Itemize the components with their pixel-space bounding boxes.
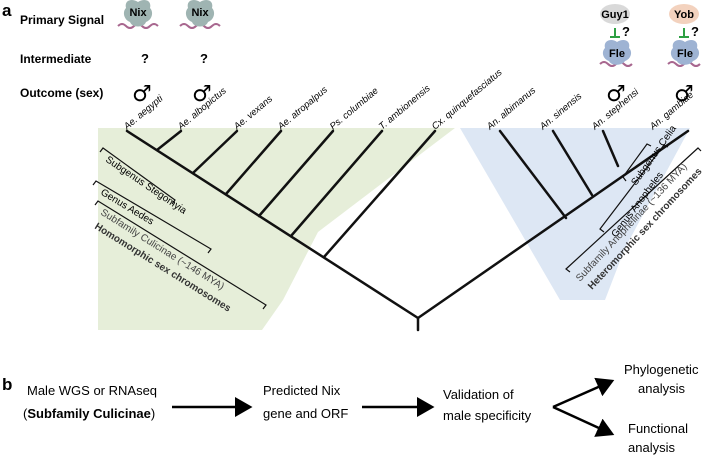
step-validation-line2: male specificity [443,408,532,423]
panel-b-label: b [2,375,12,394]
workflow-step-validation: Validation of male specificity [443,387,532,423]
species-label: Ae. vexans [231,94,275,133]
step-sequencing-line1: Male WGS or RNAseq [27,383,157,398]
fle-label: Fle [609,48,625,60]
intermediate-unknown-mark: ? [141,51,149,66]
yob-label: Yob [674,9,694,21]
culicinae-shading [98,128,455,330]
step-prediction-line1: Predicted Nix [263,383,341,398]
species-label: Ps. columbiae [328,86,381,133]
male-symbol-icon: ♂ [674,82,694,107]
panel-a-label: a [2,1,12,20]
intermediate-unknown-mark: ? [200,51,208,66]
workflow-step-phylogenetic: Phylogenetic analysis [624,362,699,396]
species-label: Ae. atropalpus [275,84,330,133]
workflow-step-functional: Functional analysis [628,421,688,455]
fle-label: Fle [677,48,693,60]
species-label: An. sinensis [537,91,584,133]
yob-signal-icon: Yob ? [669,4,699,39]
nix-label: Nix [129,7,147,19]
row-label-intermediate: Intermediate [20,52,92,66]
row-label-outcome: Outcome (sex) [20,86,103,100]
fle-protein-icon: Fle [667,40,701,67]
species-label: An. albimanus [484,85,538,133]
yob-question-mark: ? [691,24,699,39]
male-symbol-icon: ♂ [192,82,212,107]
nix-protein-icon: Nix [179,0,221,29]
step-phylogenetic-line2: analysis [638,381,685,396]
step-functional-line2: analysis [628,440,675,455]
culicinae-brackets [92,147,267,310]
workflow-arrow [552,377,615,409]
workflow-arrow [552,405,615,437]
male-symbol-icon: ♂ [606,82,626,107]
step-sequencing-line2: (Subfamily Culicinae) [23,406,155,421]
male-symbol-icon: ♂ [132,82,152,107]
anophelinae-brackets [565,143,702,273]
workflow-step-prediction: Predicted Nix gene and ORF [263,383,348,421]
step-phylogenetic-line1: Phylogenetic [624,362,699,377]
phylogenetic-tree [125,129,690,332]
step-validation-line1: Validation of [443,387,514,402]
row-label-primary-signal: Primary Signal [20,13,104,27]
step-prediction-line2: gene and ORF [263,406,348,421]
species-label: T. ambionensis [377,83,433,132]
nix-protein-icon: Nix [117,0,159,29]
workflow-step-sequencing: Male WGS or RNAseq (Subfamily Culicinae) [23,383,157,421]
guy1-question-mark: ? [622,24,630,39]
anophelinae-shading [460,128,690,300]
nix-label: Nix [191,7,209,19]
guy1-label: Guy1 [601,9,629,21]
guy1-signal-icon: Guy1 ? [600,4,630,39]
fle-protein-icon: Fle [599,40,633,67]
step-functional-line1: Functional [628,421,688,436]
